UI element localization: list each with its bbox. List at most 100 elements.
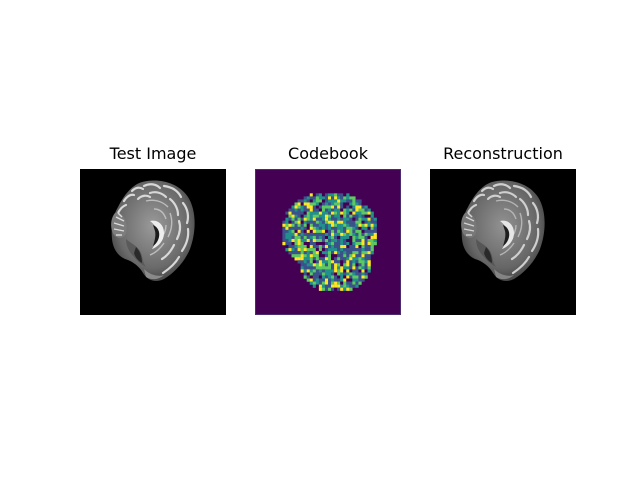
codebook-cell — [337, 257, 341, 261]
codebook-cell — [318, 281, 323, 285]
codebook-cell — [318, 226, 323, 231]
codebook-cell — [324, 254, 329, 258]
codebook-cell — [306, 202, 310, 206]
codebook-cell — [288, 242, 292, 246]
codebook-cell — [328, 266, 332, 270]
codebook-cell — [282, 217, 286, 221]
codebook-cell — [303, 275, 307, 279]
codebook-cell — [321, 223, 326, 227]
codebook-cell — [337, 205, 341, 209]
codebook-cell — [324, 281, 329, 285]
codebook-cell — [315, 266, 320, 270]
codebook-cell — [312, 275, 317, 279]
codebook-cell — [361, 251, 365, 255]
codebook-cell — [324, 275, 329, 279]
codebook-cell — [282, 238, 286, 243]
codebook-cell — [312, 229, 317, 234]
codebook-cell — [352, 266, 356, 270]
codebook-cell — [352, 272, 356, 276]
codebook-cell — [315, 193, 320, 197]
codebook-cell — [291, 208, 295, 212]
codebook-cell — [352, 226, 356, 231]
codebook-cell — [358, 242, 362, 246]
codebook-cell — [340, 211, 344, 215]
codebook-cell — [321, 284, 326, 288]
codebook-cell — [328, 238, 332, 243]
codebook-cell — [364, 251, 368, 255]
codebook-cell — [318, 211, 323, 215]
codebook-cell — [370, 229, 374, 234]
codebook-cell — [358, 275, 362, 279]
codebook-cell — [349, 272, 353, 276]
codebook-cell — [303, 245, 307, 249]
codebook-cell — [337, 275, 341, 279]
codebook-cell — [337, 287, 341, 291]
codebook-cell — [324, 269, 329, 273]
codebook-cell — [358, 248, 362, 252]
codebook-cell — [340, 254, 344, 258]
codebook-cell — [337, 242, 341, 246]
codebook-cell — [285, 211, 289, 215]
codebook-cell — [318, 245, 323, 249]
codebook-cell — [318, 196, 323, 200]
codebook-cell — [337, 199, 341, 203]
codebook-cell — [364, 260, 368, 264]
codebook-cell — [331, 202, 335, 206]
codebook-cell — [300, 266, 304, 270]
codebook-cell — [303, 232, 307, 237]
codebook-cell — [349, 251, 353, 255]
codebook-cell — [358, 226, 362, 231]
codebook-cell — [364, 272, 368, 276]
codebook-cell — [306, 269, 310, 273]
codebook-cell — [331, 208, 335, 212]
codebook-cell — [315, 248, 320, 252]
codebook-cell — [291, 217, 295, 221]
codebook-cell — [291, 245, 295, 249]
codebook-cell — [340, 199, 344, 203]
codebook-cell — [340, 202, 344, 206]
codebook-cell — [364, 223, 368, 227]
codebook-cell — [343, 232, 347, 237]
codebook-cell — [358, 254, 362, 258]
codebook-cell — [373, 238, 377, 243]
codebook-cell — [318, 272, 323, 276]
codebook-cell — [352, 275, 356, 279]
codebook-cell — [328, 269, 332, 273]
codebook-cell — [358, 217, 362, 221]
codebook-cell — [355, 263, 359, 267]
codebook-cell — [324, 245, 329, 249]
codebook-title: Codebook — [288, 144, 368, 163]
codebook-cell — [328, 242, 332, 246]
codebook-cell — [321, 220, 326, 224]
codebook-cell — [367, 257, 371, 261]
codebook-cell — [364, 214, 368, 218]
codebook-cell — [352, 254, 356, 258]
codebook-cell — [297, 223, 301, 227]
codebook-cell — [318, 248, 323, 252]
codebook-cell — [361, 217, 365, 221]
codebook-cell — [346, 208, 350, 212]
codebook-cell — [303, 248, 307, 252]
codebook-cell — [352, 208, 356, 212]
codebook-cell — [358, 238, 362, 243]
codebook-cell — [331, 284, 335, 288]
codebook-cell — [285, 235, 289, 240]
codebook-cell — [370, 214, 374, 218]
codebook-cell — [361, 269, 365, 273]
codebook-cell — [340, 229, 344, 234]
codebook-cell — [340, 223, 344, 227]
codebook-cell — [346, 217, 350, 221]
codebook-cell — [328, 278, 332, 282]
codebook-cell — [315, 196, 320, 200]
codebook-cell — [321, 251, 326, 255]
codebook-cell — [312, 266, 317, 270]
codebook-cell — [312, 232, 317, 237]
codebook-cell — [328, 205, 332, 209]
codebook-cell — [318, 260, 323, 264]
codebook-cell — [343, 238, 347, 243]
codebook-cell — [364, 257, 368, 261]
codebook-cell — [324, 217, 329, 221]
codebook-cell — [334, 287, 338, 291]
codebook-cell — [331, 235, 335, 240]
codebook-cell — [303, 272, 307, 276]
